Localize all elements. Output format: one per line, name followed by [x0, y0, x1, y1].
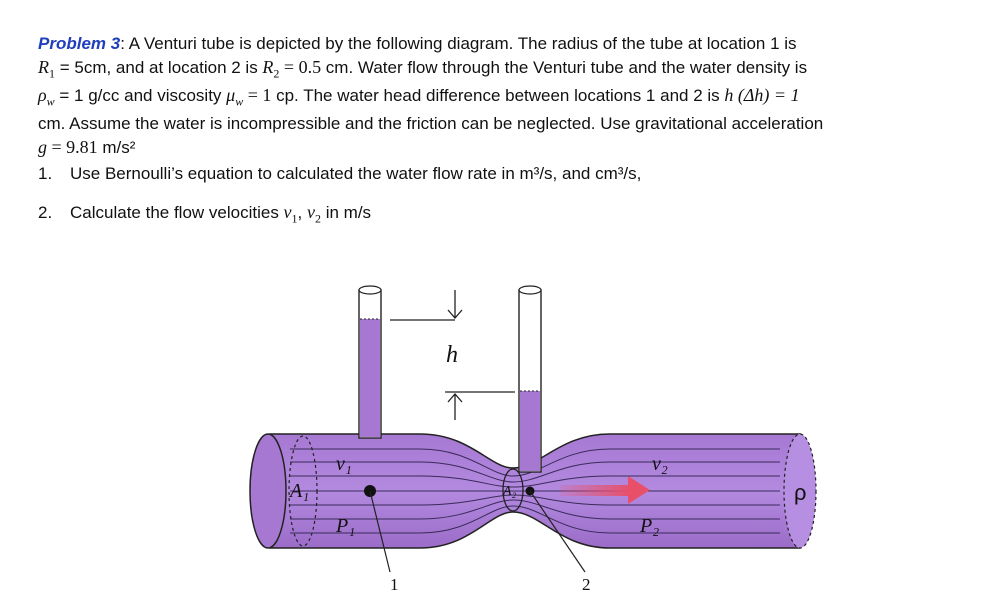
column-2-top — [518, 285, 542, 295]
r2-value: = 0.5 — [279, 56, 322, 77]
question-2-sep: , — [297, 203, 307, 222]
question-1: 1. Use Bernoulli’s equation to calculated… — [38, 164, 641, 184]
p1-label: P₁ — [335, 515, 355, 537]
rho-symbol: ρ — [38, 85, 47, 106]
column-2-fluid — [520, 391, 540, 471]
a1-label: A₁ — [288, 480, 309, 502]
a2-cross-section — [502, 468, 524, 512]
problem-label: Problem 3 — [38, 34, 121, 53]
r2-subscript: 2 — [273, 65, 280, 80]
h-label: h — [446, 342, 458, 368]
r2-symbol: R — [262, 56, 274, 77]
question-2: 2.Calculate the flow velocities v1, v2 i… — [38, 202, 371, 226]
v1-symbol: v — [283, 202, 292, 222]
question-1-number: 1. — [38, 164, 53, 183]
rho-value: = 1 g/cc and viscosity — [54, 86, 227, 106]
head-difference-expr: h (Δh) = 1 — [724, 85, 800, 106]
question-1-text: Use Bernoulli’s equation to calculated t… — [70, 164, 642, 183]
flow-arrow-icon — [560, 476, 650, 504]
p2-label: P₂ — [639, 515, 659, 537]
v1-subscript: 1 — [291, 211, 298, 226]
a2-label: A₂ — [502, 484, 517, 499]
problem-statement: Problem 3: A Venturi tube is depicted by… — [38, 33, 968, 159]
mu-subscript: w — [235, 94, 244, 109]
problem-colon: : — [120, 34, 125, 53]
location-1-label: 1 — [390, 575, 399, 594]
problem-line3-rest: cp. The water head difference between lo… — [271, 86, 725, 106]
tube-left-end — [249, 433, 287, 549]
h-arrow-down-icon — [447, 290, 463, 319]
h-arrow-up-icon — [447, 393, 463, 420]
problem-line4: cm. Assume the water is incompressible a… — [38, 114, 824, 134]
g-value: = 9.81 — [47, 136, 98, 157]
g-unit: m/s² — [97, 137, 136, 157]
problem-line1: A Venturi tube is depicted by the follow… — [124, 34, 797, 53]
rho-label: ρ — [794, 480, 807, 505]
mu-symbol: μ — [226, 85, 236, 106]
column-1-fluid — [360, 319, 380, 437]
question-2-number: 2. — [38, 203, 53, 222]
r1-subscript: 1 — [49, 65, 55, 80]
streamlines — [290, 448, 780, 534]
v1-label: v₁ — [336, 453, 352, 475]
rho-subscript: w — [46, 94, 55, 109]
v2-subscript: 2 — [315, 211, 321, 226]
column-1-top — [358, 285, 382, 295]
r1-symbol: R — [38, 56, 49, 77]
v2-symbol: v — [307, 202, 315, 222]
question-2-text-a: Calculate the flow velocities — [70, 203, 284, 222]
g-symbol: g — [38, 136, 47, 157]
problem-line2-rest: cm. Water flow through the Venturi tube … — [321, 57, 808, 77]
question-2-text-b: in m/s — [321, 203, 372, 222]
location-2-label: 2 — [582, 575, 591, 594]
v2-label: v₂ — [652, 453, 668, 475]
r1-value: = 5cm, and at location 2 is — [55, 57, 263, 77]
tube-right-end — [783, 433, 817, 549]
mu-value: = 1 — [243, 85, 272, 106]
a1-cross-section — [288, 435, 318, 547]
